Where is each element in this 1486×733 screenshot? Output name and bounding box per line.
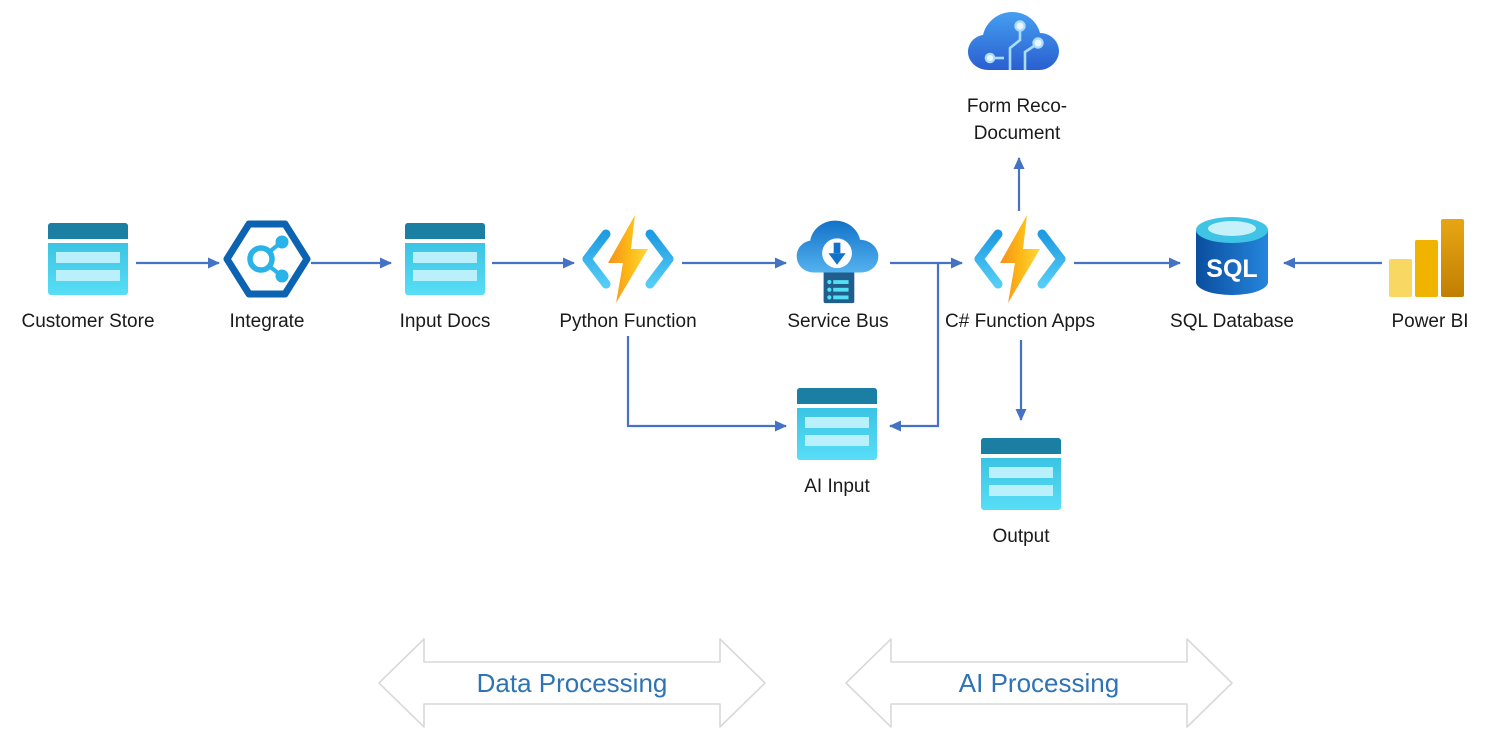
edge-python-function-to-ai-input [626,336,787,432]
sql-database-icon: SQL [1186,213,1278,305]
node-label-ai-input: AI Input [804,476,870,497]
ai-processing-banner: AI Processing [845,637,1233,729]
data-processing-banner: Data Processing [378,637,766,729]
node-label-integrate: Integrate [229,311,305,332]
node-label-customer-store: Customer Store [21,311,155,332]
node-sql-database: SQL SQL Database [1147,213,1317,335]
node-ai-input: AI Input [752,378,922,500]
node-customer-store: Customer Store [3,213,173,335]
form-reco-label-line1: Form Reco- [966,96,1068,117]
integration-hexagon-icon [221,213,313,305]
edge-junction-to-ai-input [889,263,940,432]
azure-function-icon [968,213,1072,305]
node-label-sql-database: SQL Database [1170,311,1294,332]
node-output: Output [936,428,1106,550]
sql-badge-text: SQL [1206,255,1257,283]
node-input-docs: Input Docs [360,213,530,335]
node-python-function: Python Function [543,213,713,335]
node-label-csharp-function-apps: C# Function Apps [945,311,1095,332]
node-label-power-bi: Power BI [1391,311,1469,332]
node-label-service-bus: Service Bus [787,311,889,332]
service-bus-cloud-icon [790,213,886,305]
node-csharp-function-apps: C# Function Apps [935,213,1105,335]
azure-function-icon [576,213,680,305]
data-processing-label: Data Processing [476,667,668,698]
left-right-arrow-shape [378,638,766,728]
form-reco-label-line2: Document [973,123,1061,144]
table-storage-icon [399,213,491,305]
form-recognizer-cloud-icon [961,2,1073,90]
ai-processing-label: AI Processing [958,667,1120,698]
node-label-input-docs: Input Docs [399,311,491,332]
node-label-form-reco-document: Form Reco- Document [967,93,1067,147]
node-power-bi: Power BI [1345,213,1486,335]
node-integrate: Integrate [182,213,352,335]
table-storage-icon [791,378,883,470]
table-storage-icon [42,213,134,305]
node-label-output: Output [992,526,1050,547]
left-right-arrow-shape [845,638,1233,728]
table-storage-icon [975,428,1067,520]
power-bi-bars-icon [1384,213,1476,305]
node-form-reco-document: Form Reco- Document [932,2,1102,147]
node-service-bus: Service Bus [753,213,923,335]
node-label-python-function: Python Function [559,311,697,332]
